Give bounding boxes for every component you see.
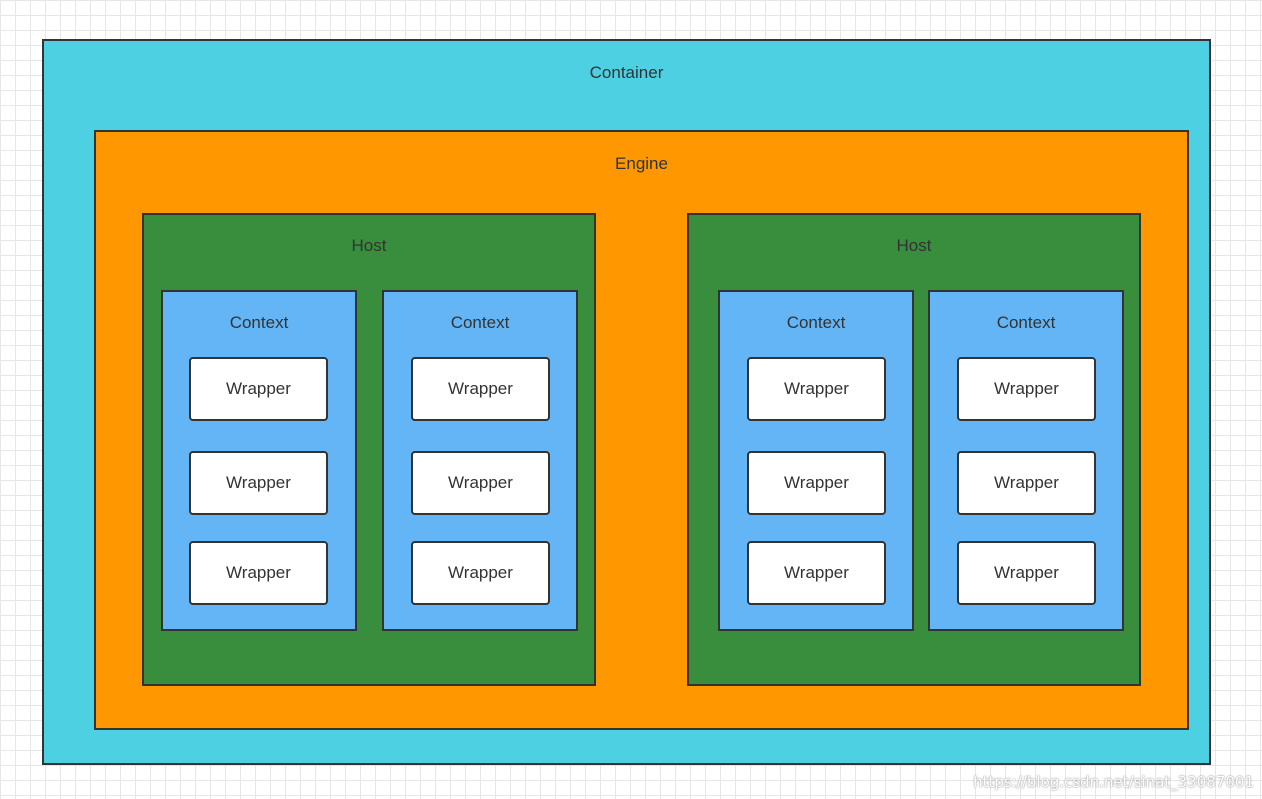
wrapper-box: Wrapper	[189, 541, 328, 605]
wrapper-box: Wrapper	[411, 357, 550, 421]
context-label: Context	[450, 313, 510, 332]
watermark-text: https://blog.csdn.net/sinat_33087001	[973, 773, 1254, 791]
engine-label: Engine	[615, 154, 668, 173]
container-label: Container	[589, 63, 664, 82]
context-label: Context	[996, 313, 1056, 332]
wrapper-box: Wrapper	[411, 541, 550, 605]
wrapper-box: Wrapper	[189, 357, 328, 421]
wrapper-box: Wrapper	[411, 451, 550, 515]
wrapper-box: Wrapper	[957, 541, 1096, 605]
host-label: Host	[896, 236, 932, 255]
wrapper-box: Wrapper	[747, 357, 886, 421]
wrapper-box: Wrapper	[189, 451, 328, 515]
context-label: Context	[229, 313, 289, 332]
host-label: Host	[351, 236, 387, 255]
wrapper-box: Wrapper	[957, 451, 1096, 515]
context-label: Context	[786, 313, 846, 332]
wrapper-box: Wrapper	[957, 357, 1096, 421]
wrapper-box: Wrapper	[747, 541, 886, 605]
wrapper-box: Wrapper	[747, 451, 886, 515]
